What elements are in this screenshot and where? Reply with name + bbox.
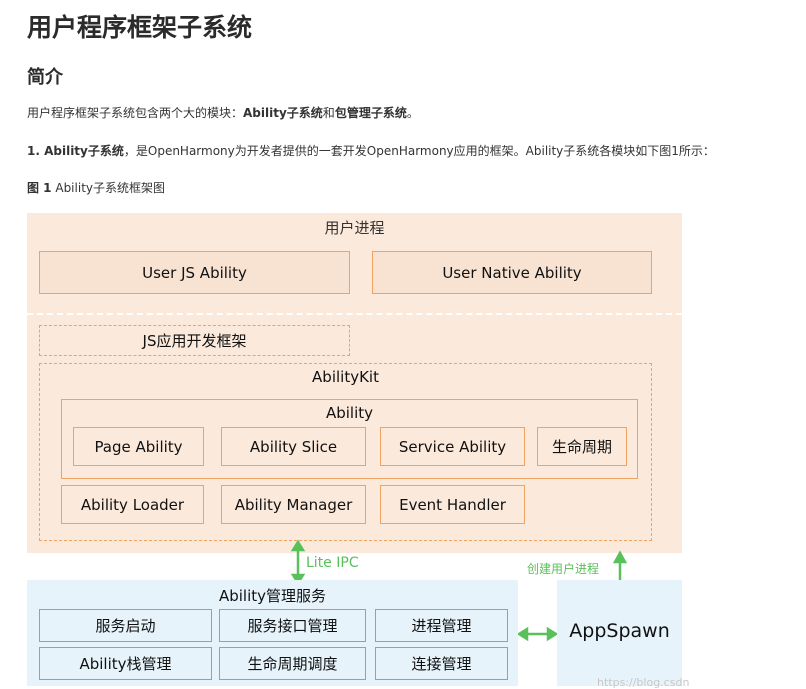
appspawn-arrow-head-right bbox=[546, 626, 559, 642]
user-native-ability-box: User Native Ability bbox=[372, 251, 652, 294]
lite-ipc-label: Lite IPC bbox=[306, 555, 359, 571]
ability-slice-box: Ability Slice bbox=[221, 427, 366, 466]
ability-manager-box: Ability Manager bbox=[221, 485, 366, 524]
svc-stack-box: Ability栈管理 bbox=[39, 647, 212, 680]
page-ability-box: Page Ability bbox=[73, 427, 204, 466]
point1-paragraph: 1. Ability子系统，是OpenHarmony为开发者提供的一套开发Ope… bbox=[27, 142, 715, 159]
figure-caption-text: Ability子系统框架图 bbox=[55, 181, 165, 195]
create-process-label: 创建用户进程 bbox=[527, 562, 600, 576]
intro-paragraph: 用户程序框架子系统包含两个大的模块：Ability子系统和包管理子系统。 bbox=[27, 104, 419, 121]
create-process-arrow-head bbox=[612, 550, 628, 564]
intro-and: 和 bbox=[322, 106, 335, 120]
event-handler-box: Event Handler bbox=[380, 485, 525, 524]
point1-lead: 1. Ability子系统 bbox=[27, 144, 124, 158]
user-process-title: 用户进程 bbox=[324, 219, 385, 237]
point1-text: ，是OpenHarmony为开发者提供的一套开发OpenHarmony应用的框架… bbox=[123, 144, 715, 158]
figure-label: 图 1 bbox=[27, 181, 52, 195]
intro-prefix: 用户程序框架子系统包含两个大的模块： bbox=[27, 106, 244, 120]
svc-process-box: 进程管理 bbox=[375, 609, 508, 642]
appspawn-label: AppSpawn bbox=[569, 620, 670, 642]
process-divider bbox=[27, 313, 682, 315]
watermark: https://blog.csdn bbox=[597, 676, 690, 689]
ability-loader-box: Ability Loader bbox=[61, 485, 204, 524]
user-js-ability-box: User JS Ability bbox=[39, 251, 350, 294]
lite-ipc-arrow-head-up bbox=[290, 539, 306, 552]
figure-caption: 图 1 Ability子系统框架图 bbox=[27, 179, 165, 196]
lifecycle-box: 生命周期 bbox=[537, 427, 627, 466]
svc-connect-box: 连接管理 bbox=[375, 647, 508, 680]
ability-service-title: Ability管理服务 bbox=[218, 587, 327, 605]
service-ability-box: Service Ability bbox=[380, 427, 525, 466]
intro-module1: Ability子系统 bbox=[243, 106, 323, 120]
svc-lifecycle-box: 生命周期调度 bbox=[219, 647, 366, 680]
appspawn-arrow-head-left bbox=[516, 626, 529, 642]
js-framework-box: JS应用开发框架 bbox=[39, 325, 350, 356]
intro-module2: 包管理子系统 bbox=[334, 106, 407, 120]
svc-start-box: 服务启动 bbox=[39, 609, 212, 642]
abilitykit-box bbox=[39, 363, 652, 541]
abilitykit-label: AbilityKit bbox=[312, 368, 379, 386]
section-heading: 简介 bbox=[27, 67, 63, 88]
page-title: 用户程序框架子系统 bbox=[27, 13, 253, 42]
ability-label: Ability bbox=[325, 404, 374, 422]
lite-ipc-arrow-head-down bbox=[290, 573, 306, 586]
ability-box bbox=[61, 399, 638, 479]
intro-end: 。 bbox=[406, 106, 419, 120]
svc-interface-box: 服务接口管理 bbox=[219, 609, 366, 642]
appspawn-region bbox=[557, 580, 682, 686]
